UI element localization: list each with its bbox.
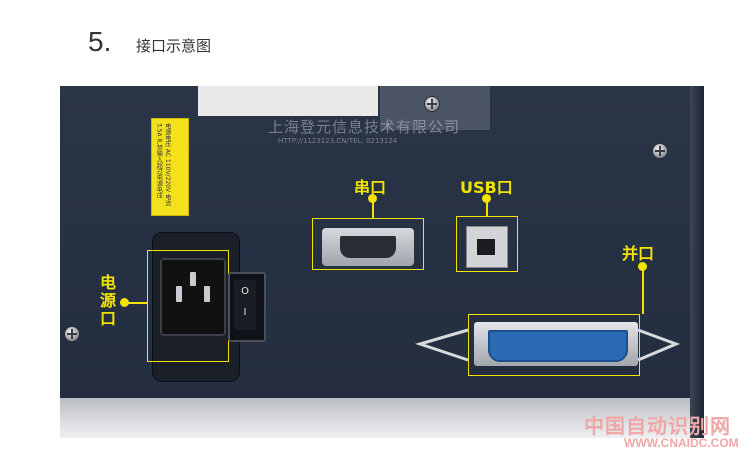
page-title: 接口示意图 xyxy=(136,37,212,55)
usb-socket xyxy=(477,239,495,255)
device-edge xyxy=(690,86,704,438)
screw-icon xyxy=(64,326,80,342)
step-number: 5. xyxy=(88,26,112,57)
power-pin xyxy=(190,272,196,286)
power-socket[interactable] xyxy=(160,258,226,336)
footer-brand: 中国自动识别网 xyxy=(584,414,731,438)
callout-dot xyxy=(120,298,129,307)
serial-port[interactable] xyxy=(322,228,414,266)
callout-usb: USB口 xyxy=(460,178,513,197)
switch-rocker: O I xyxy=(234,280,256,330)
screw-icon xyxy=(424,96,440,112)
device-base xyxy=(60,398,690,438)
label-card xyxy=(198,86,378,116)
header: 5. 接口示意图 xyxy=(0,0,750,86)
usb-highlight xyxy=(456,216,518,272)
power-switch[interactable]: O I xyxy=(228,272,266,342)
usb-port[interactable] xyxy=(466,226,508,268)
parallel-port[interactable] xyxy=(474,322,638,366)
callout-line xyxy=(486,198,488,216)
callout-parallel: 并口 xyxy=(622,244,655,263)
callout-power: 电源口 xyxy=(100,273,117,328)
latch-left-icon xyxy=(414,328,469,362)
sticker-text: 电源电压 AC 110V/220V 电流 3.5A 严禁输入超过电源电压 xyxy=(155,123,171,207)
footer-url: WWW.CNAIDC.COM xyxy=(624,436,739,450)
power-pin xyxy=(176,286,182,302)
power-pin xyxy=(204,286,210,302)
callout-line xyxy=(124,302,148,304)
callout-line xyxy=(642,266,644,314)
callout-serial: 串口 xyxy=(354,178,387,197)
watermark-url: HTTP://1123123.CN/TEL: 0213124 xyxy=(278,137,398,145)
latch-right-icon xyxy=(637,328,680,362)
watermark: 上海登元信息技术有限公司 xyxy=(268,118,461,136)
screw-icon xyxy=(652,143,668,159)
serial-pins xyxy=(340,236,396,258)
parallel-highlight xyxy=(468,314,640,376)
parallel-socket xyxy=(488,330,628,362)
switch-off-mark: I xyxy=(243,307,247,318)
callout-line xyxy=(372,198,374,218)
serial-highlight xyxy=(312,218,424,270)
switch-on-mark: O xyxy=(241,286,249,297)
voltage-sticker: 电源电压 AC 110V/220V 电流 3.5A 严禁输入超过电源电压 xyxy=(151,118,189,216)
